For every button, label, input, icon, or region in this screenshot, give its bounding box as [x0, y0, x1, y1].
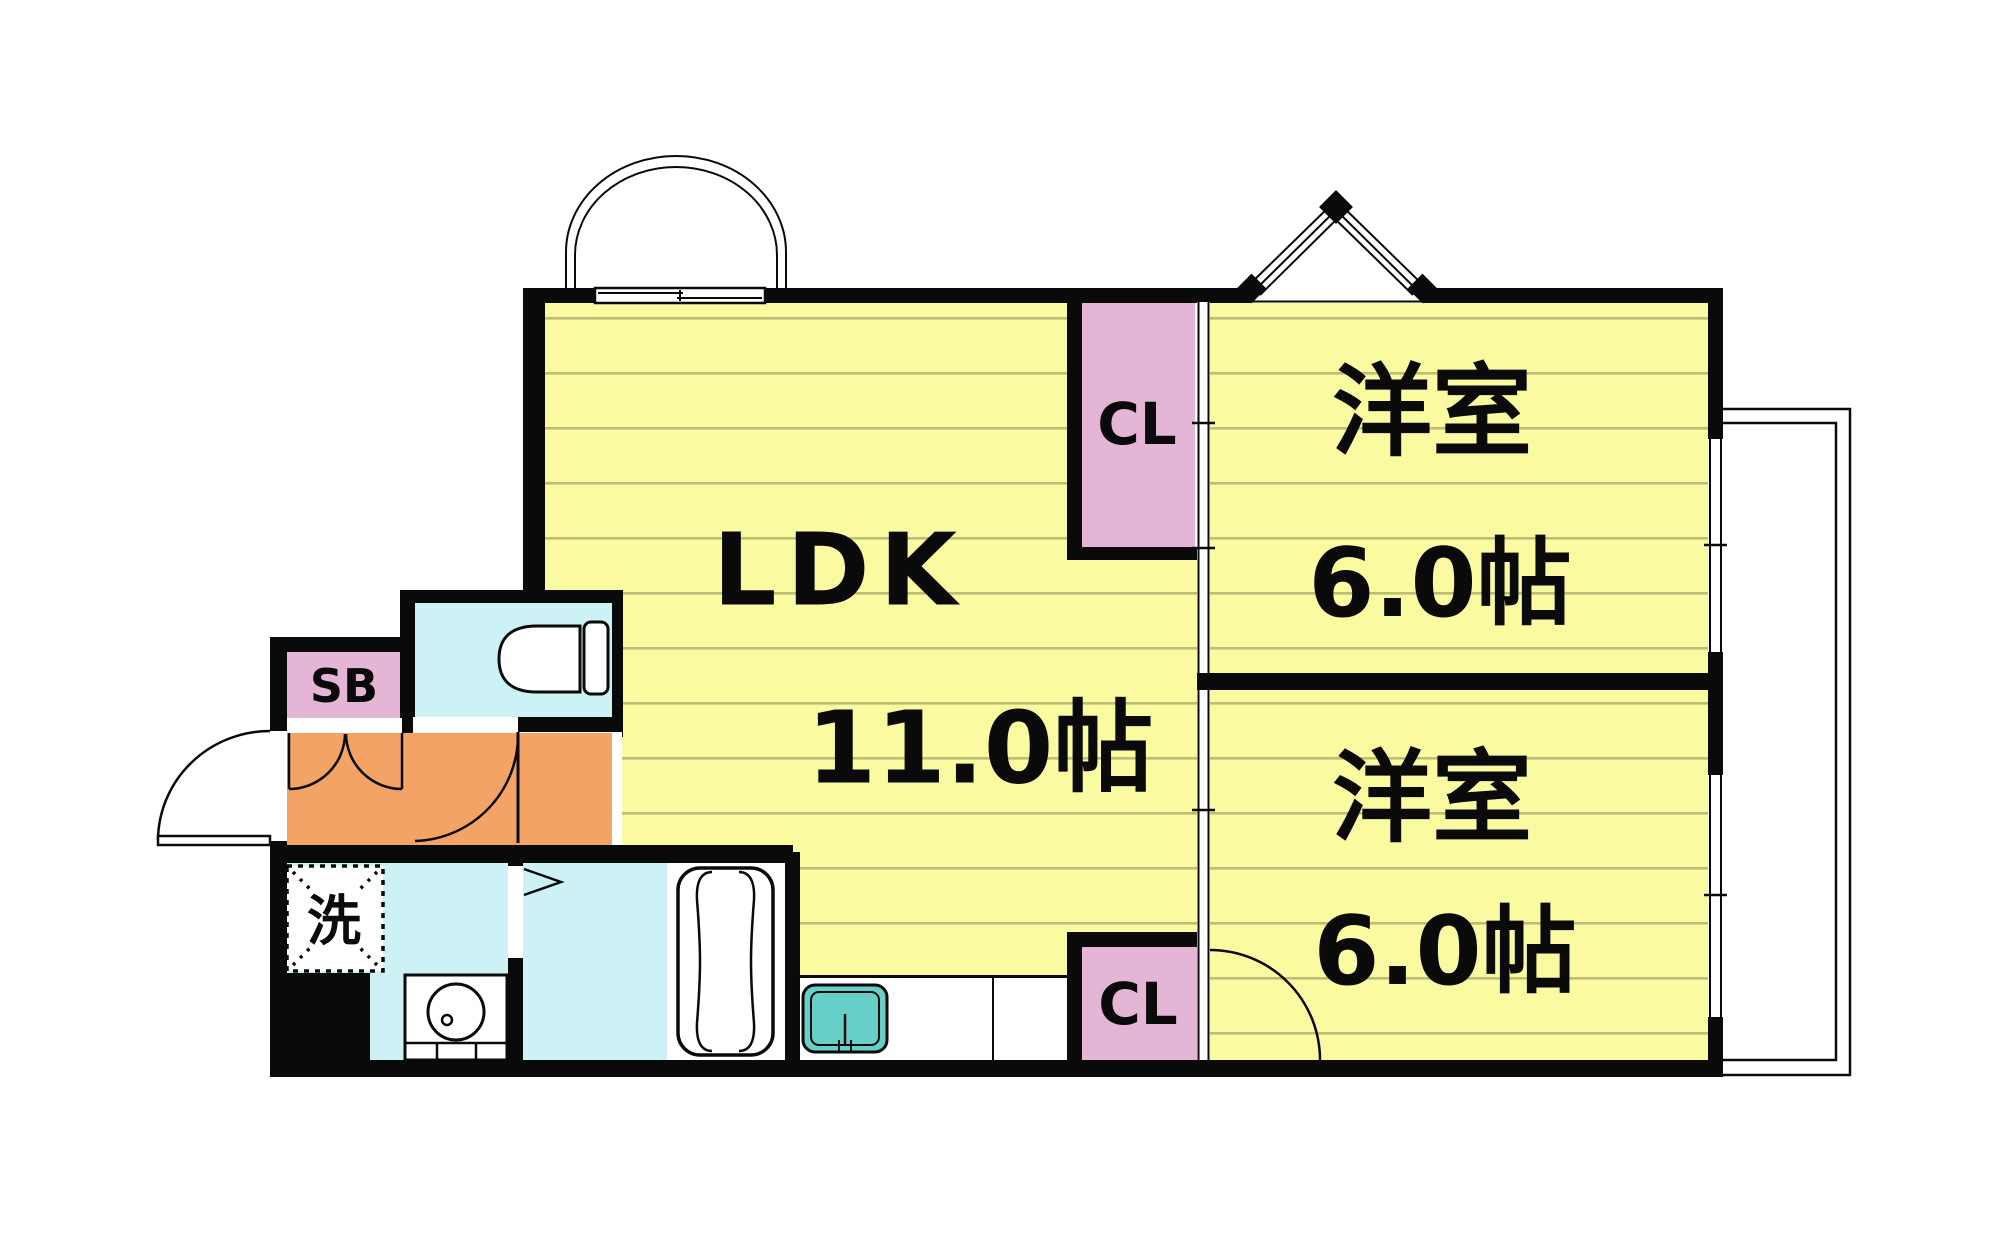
- openings: [270, 717, 622, 958]
- bedroom-top-label: 洋室: [1332, 354, 1532, 471]
- closet-bottom-door: [1197, 947, 1322, 1061]
- toilet-door: [414, 732, 520, 843]
- ldk-size-label: 11.0帖: [807, 690, 1154, 807]
- wall-closet-top-bottom: [1067, 547, 1210, 560]
- bedroom-bottom-window: [1704, 775, 1727, 1017]
- dome-arch-outer: [565, 155, 787, 288]
- wall-hall-bottom: [270, 845, 793, 863]
- shoe-box-fill: [287, 652, 402, 718]
- bathtub: [676, 866, 775, 1057]
- toilet-door-arc: [414, 733, 520, 843]
- vanity-faucet: [440, 1013, 454, 1027]
- closet-top-fill: [1082, 302, 1195, 547]
- bedroom-bottom-size-label: 6.0帖: [1313, 897, 1576, 1007]
- kitchen: [800, 975, 1067, 1060]
- closet-bottom-fill: [1082, 947, 1197, 1060]
- vanity: [403, 973, 509, 1062]
- bay-left-node: [1236, 273, 1267, 304]
- ldk-label: LDK: [713, 512, 967, 629]
- wall-bedroom-divider: [1197, 673, 1723, 690]
- balcony-outer-rail: [1723, 407, 1852, 1077]
- shoebox-door-arc-right: [344, 733, 403, 791]
- closet-bottom-door-leaf: [1197, 947, 1210, 1060]
- wall-closet-bottom-left: [1067, 932, 1082, 1077]
- entrance-door: [156, 729, 272, 847]
- shoebox-doors: [287, 733, 404, 791]
- bathtub-inner-left: [695, 870, 713, 1053]
- hall-ldk-opening: [612, 732, 622, 845]
- vanity-basin: [426, 982, 486, 1042]
- wall-bottom: [270, 1060, 1723, 1077]
- wall-bedroom-divider-stub: [1197, 673, 1210, 690]
- bathtub-inner-right: [738, 870, 756, 1053]
- entrance-door-arc: [156, 729, 271, 841]
- shoe-box-label: SB: [310, 659, 378, 713]
- bath-door-opening: [508, 866, 523, 958]
- toilet-bowl: [497, 624, 582, 694]
- laundry-space: [285, 864, 385, 973]
- closet-bottom-door-arc: [1209, 948, 1322, 1061]
- bay-window: [1236, 190, 1438, 304]
- entrance-opening: [270, 731, 287, 841]
- shoebox-threshold: [287, 718, 402, 733]
- wall-toilet-top: [400, 590, 623, 603]
- bedroom-bottom-label: 洋室: [1332, 740, 1532, 857]
- wall-closet-top-left: [1067, 288, 1082, 560]
- ldk-top-window: [593, 286, 767, 305]
- shoebox-door-arc-left: [288, 733, 347, 791]
- wall-closet-bottom-top: [1067, 932, 1210, 947]
- sliding-track: [1192, 302, 1215, 947]
- bay-glazing-lines: [1247, 203, 1425, 296]
- bedroom-bottom-floor: [1210, 690, 1708, 1060]
- bifold-door-symbol: [523, 867, 565, 897]
- wall-toilet-ldk: [612, 603, 623, 737]
- bathtub-outer: [676, 866, 775, 1057]
- dome-arch-inner: [574, 166, 778, 288]
- entry-hall-floor: [287, 733, 622, 845]
- bathroom-door-bifold: [523, 867, 565, 897]
- bedroom-top-window: [1704, 439, 1727, 652]
- balcony: [1723, 407, 1852, 1077]
- ldk-room-floor: [545, 302, 1197, 975]
- laundry-box: [285, 864, 385, 973]
- toilet-door-opening: [413, 717, 518, 732]
- toilet-fixture: [497, 620, 610, 696]
- sliding-track-body: [1197, 302, 1210, 947]
- entrance-door-leaf: [156, 834, 272, 847]
- bay-right-node: [1407, 273, 1438, 304]
- bay-apex-node: [1319, 190, 1353, 224]
- bedroom-top-floor: [1210, 303, 1708, 673]
- closet-bottom-label: CL: [1098, 970, 1178, 1038]
- wall-void-block: [270, 973, 370, 1077]
- wall-bath-right: [785, 852, 800, 1060]
- laundry-label: 洗: [307, 890, 361, 953]
- bedroom-top-size-label: 6.0帖: [1308, 529, 1571, 639]
- wall-ldk-left: [523, 288, 545, 603]
- toilet-tank: [582, 620, 610, 696]
- balcony-inner-rail: [1723, 421, 1838, 1062]
- dome-arch: [565, 155, 787, 288]
- bay-opening: [1252, 288, 1422, 303]
- wall-shoebox-right: [402, 637, 413, 733]
- ldk-window-frame: [593, 286, 767, 305]
- wall-shoebox-top: [270, 637, 413, 652]
- closet-top-label: CL: [1097, 390, 1177, 458]
